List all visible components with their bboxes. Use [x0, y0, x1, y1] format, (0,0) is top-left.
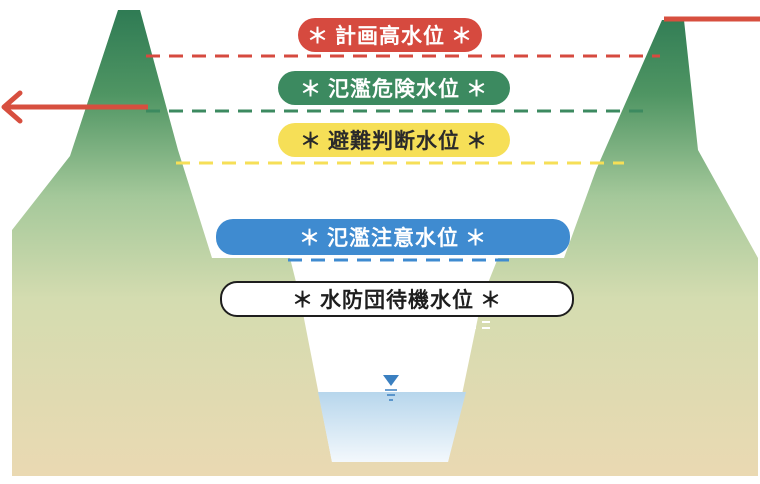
marker-icon: ＊ [307, 24, 329, 48]
level-label-kiken: ＊ 氾濫危険水位 ＊ [278, 71, 510, 105]
marker-icon: ＊ [466, 77, 488, 101]
left-arrow-icon [1, 90, 148, 124]
level-text-chui: 氾濫注意水位 [327, 226, 459, 250]
level-label-hinan: ＊ 避難判断水位 ＊ [278, 123, 510, 157]
marker-icon: ＊ [300, 129, 322, 153]
marker-icon: ＊ [299, 226, 321, 250]
level-text-keikaku: 計画高水位 [335, 24, 445, 48]
marker-icon: ＊ [465, 226, 487, 250]
level-line-taiki [306, 321, 490, 329]
level-text-hinan: 避難判断水位 [328, 129, 460, 153]
river-water [318, 392, 466, 462]
marker-icon: ＊ [300, 77, 322, 101]
marker-icon: ＊ [480, 288, 502, 312]
river-bank-terrain [12, 10, 758, 476]
water-surface-icon [383, 375, 399, 401]
marker-icon: ＊ [292, 288, 314, 312]
level-label-chui: ＊ 氾濫注意水位 ＊ [216, 219, 570, 255]
level-label-taiki: ＊ 水防団待機水位 ＊ [220, 281, 574, 317]
marker-icon: ＊ [466, 129, 488, 153]
level-text-taiki: 水防団待機水位 [320, 288, 474, 312]
level-text-kiken: 氾濫危険水位 [328, 77, 460, 101]
level-label-keikaku: ＊ 計画高水位 ＊ [298, 18, 482, 52]
marker-icon: ＊ [451, 24, 473, 48]
